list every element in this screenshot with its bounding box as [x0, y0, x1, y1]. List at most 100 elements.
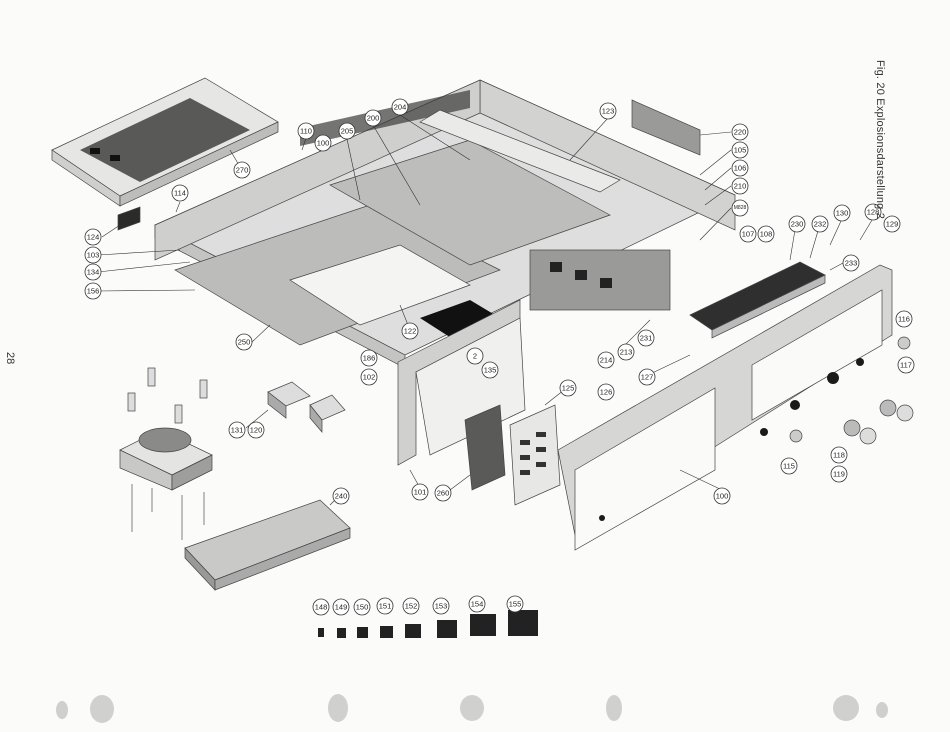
svg-text:120: 120 [250, 426, 263, 435]
callout-100a: 100 [315, 135, 331, 151]
figure-caption: Fig. 20 Explosionsdarstellung 2 [874, 60, 886, 219]
callout-156: 156 [85, 283, 101, 299]
switch-assembly-120 [268, 382, 345, 432]
callout-135: 135 [482, 362, 498, 378]
callout-214: 214 [598, 352, 614, 368]
connector-row [318, 610, 538, 638]
svg-text:151: 151 [379, 602, 392, 611]
page-number: 28 [4, 352, 16, 364]
callout-150: 150 [354, 599, 370, 615]
callout-116: 116 [896, 311, 912, 327]
callout-240: 240 [333, 488, 349, 504]
card-124 [118, 207, 140, 230]
callout-204: 204 [392, 99, 408, 115]
callout-131: 131 [229, 422, 245, 438]
callout-103: 103 [85, 247, 101, 263]
svg-text:135: 135 [484, 366, 497, 375]
svg-text:102: 102 [363, 373, 376, 382]
callout-149: 149 [333, 599, 349, 615]
callout-110: 110 [298, 123, 314, 139]
svg-text:156: 156 [87, 287, 100, 296]
board-220 [632, 100, 700, 155]
svg-text:152: 152 [405, 602, 418, 611]
callout-122: 122 [402, 323, 418, 339]
svg-text:250: 250 [238, 338, 251, 347]
callout-232: 232 [812, 216, 828, 232]
callout-200: 200 [365, 110, 381, 126]
callout-152: 152 [403, 598, 419, 614]
callout-126: 126 [598, 384, 614, 400]
callout-100b: 100 [714, 488, 730, 504]
svg-text:127: 127 [641, 373, 654, 382]
binder-holes [56, 694, 888, 723]
svg-text:124: 124 [87, 233, 100, 242]
svg-text:232: 232 [814, 220, 827, 229]
callout-105: 105 [732, 142, 748, 158]
svg-text:150: 150 [356, 603, 369, 612]
svg-text:134: 134 [87, 268, 100, 277]
svg-text:220: 220 [734, 128, 747, 137]
callout-154: 154 [469, 596, 485, 612]
callout-205: 205 [339, 123, 355, 139]
svg-text:149: 149 [335, 603, 348, 612]
svg-text:119: 119 [833, 470, 845, 479]
svg-text:130: 130 [836, 209, 849, 218]
svg-text:117: 117 [900, 361, 912, 370]
callout-213: 213 [618, 344, 634, 360]
svg-text:231: 231 [640, 334, 653, 343]
svg-text:240: 240 [335, 492, 348, 501]
svg-text:101: 101 [414, 488, 427, 497]
svg-text:100: 100 [317, 139, 330, 148]
callout-129: 129 [884, 216, 900, 232]
svg-text:2: 2 [473, 352, 477, 361]
svg-text:186: 186 [363, 354, 376, 363]
callout-118: 118 [831, 447, 847, 463]
callout-134: 134 [85, 264, 101, 280]
transformer-131 [120, 368, 212, 540]
svg-text:204: 204 [394, 103, 407, 112]
callout-m828: M828 [732, 200, 748, 216]
callout-114: 114 [172, 185, 188, 201]
svg-text:230: 230 [791, 220, 804, 229]
svg-text:107: 107 [742, 230, 755, 239]
callout-108: 108 [758, 226, 774, 242]
svg-text:214: 214 [600, 356, 613, 365]
svg-text:110: 110 [300, 127, 312, 136]
callout-230: 230 [789, 216, 805, 232]
svg-text:210: 210 [734, 182, 747, 191]
callout-102: 102 [361, 369, 377, 385]
callout-260: 260 [435, 485, 451, 501]
svg-text:M828: M828 [734, 205, 747, 211]
svg-text:100: 100 [716, 492, 729, 501]
svg-text:129: 129 [886, 220, 899, 229]
svg-text:213: 213 [620, 348, 633, 357]
svg-text:118: 118 [833, 451, 845, 460]
svg-text:115: 115 [783, 462, 795, 471]
svg-text:148: 148 [315, 603, 328, 612]
callout-220: 220 [732, 124, 748, 140]
callout-153: 153 [433, 598, 449, 614]
callout-233: 233 [843, 255, 859, 271]
callout-123: 123 [600, 103, 616, 119]
svg-text:122: 122 [404, 327, 417, 336]
callout-101: 101 [412, 484, 428, 500]
svg-text:103: 103 [87, 251, 100, 260]
callout-231: 231 [638, 330, 654, 346]
callout-151: 151 [377, 598, 393, 614]
svg-text:260: 260 [437, 489, 450, 498]
callout-148: 148 [313, 599, 329, 615]
callout-117: 117 [898, 357, 914, 373]
callout-155: 155 [507, 596, 523, 612]
callout-250: 250 [236, 334, 252, 350]
callout-270: 270 [234, 162, 250, 178]
callout-107: 107 [740, 226, 756, 242]
callout-2: 2 [467, 348, 483, 364]
callout-106: 106 [732, 160, 748, 176]
svg-text:233: 233 [845, 259, 858, 268]
svg-text:123: 123 [602, 107, 615, 116]
svg-text:200: 200 [367, 114, 380, 123]
svg-text:131: 131 [231, 426, 244, 435]
callout-186: 186 [361, 350, 377, 366]
